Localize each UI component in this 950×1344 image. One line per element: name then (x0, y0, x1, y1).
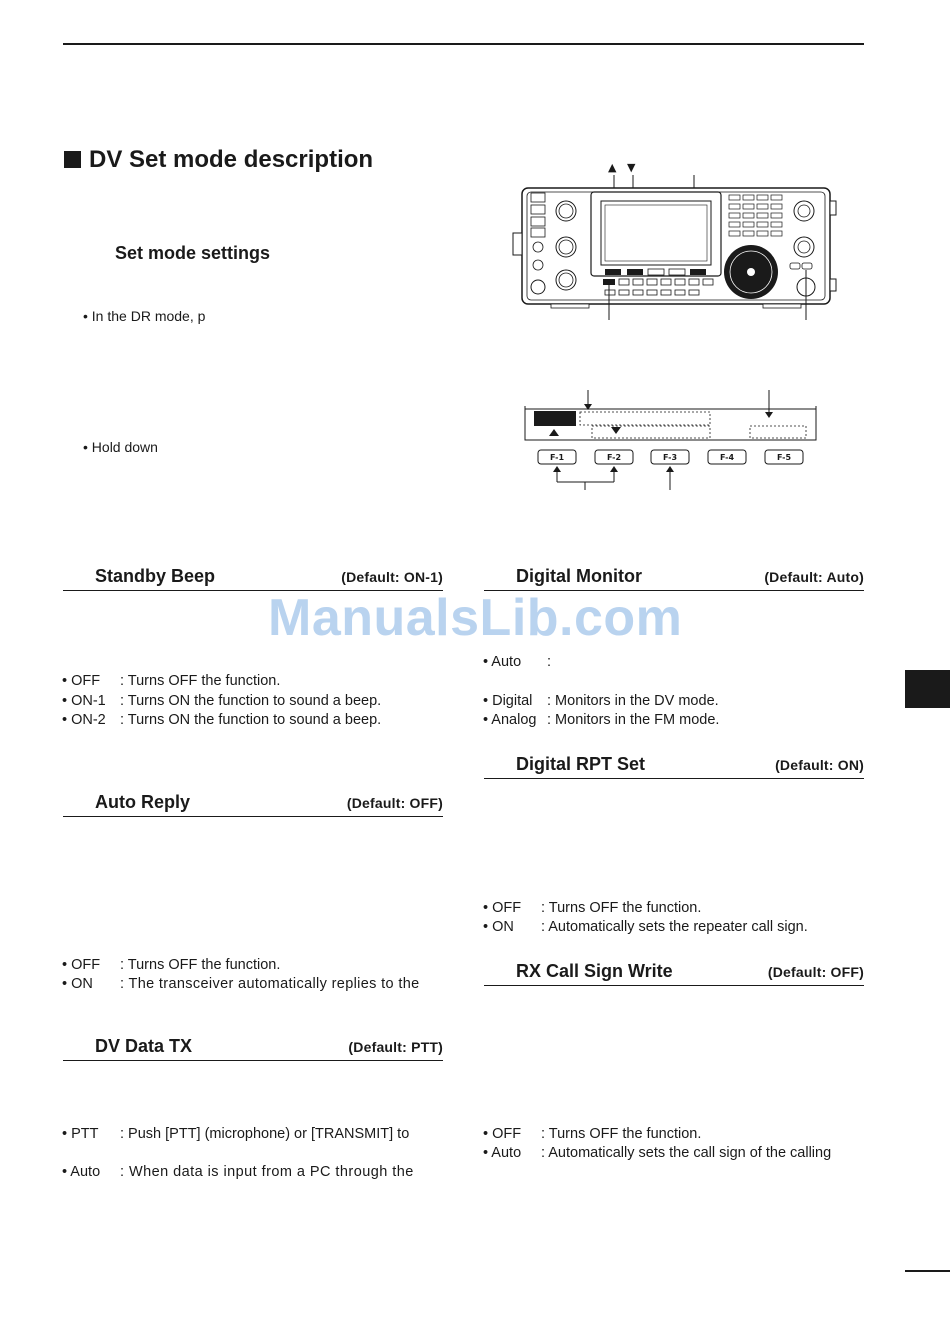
list-item: • Auto: (483, 654, 552, 670)
digital-rpt-set-default: (Default: ON) (775, 757, 864, 773)
list-item: • Auto: When data is input from a PC thr… (62, 1164, 414, 1180)
function-key-2: F-2 (607, 453, 621, 462)
down-arrow-label: ▼ (627, 161, 636, 174)
list-item: • Digital: Monitors in the DV mode. (483, 693, 719, 709)
list-item: • OFF: Turns OFF the function. (62, 673, 281, 689)
page-title: DV Set mode description (64, 146, 373, 174)
digital-monitor-title: Digital Monitor (516, 566, 642, 586)
section-subtitle: Set mode settings (115, 243, 271, 263)
standby-beep-title: Standby Beep (95, 566, 216, 586)
note-hold-down: • Hold down (83, 439, 158, 455)
digital-monitor-default: (Default: Auto) (764, 569, 864, 585)
function-key-3: F-3 (663, 453, 677, 462)
list-item: • ON-1: Turns ON the function to sound a… (62, 693, 382, 709)
watermark: ManualsLib.com (268, 589, 683, 647)
function-key-5: F-5 (777, 453, 792, 462)
dv-data-tx-default: (Default: PTT) (348, 1039, 443, 1055)
up-arrow-label: ▲ (608, 161, 617, 174)
auto-reply-title: Auto Reply (95, 792, 191, 812)
list-item: • OFF: Turns OFF the function. (62, 957, 281, 973)
dv-data-tx-title: DV Data TX (95, 1036, 193, 1056)
auto-reply-default: (Default: OFF) (346, 795, 443, 811)
rx-call-sign-write-default: (Default: OFF) (767, 964, 864, 980)
note-dr-mode: • In the DR mode, p (83, 308, 206, 324)
function-key-4: F-4 (720, 453, 735, 462)
function-display-diagram: F-1 F-2 F-3 F-4 F-5 (524, 390, 817, 490)
list-item: • OFF: Turns OFF the function. (483, 900, 702, 916)
standby-beep-header: Standby Beep (Default: ON-1) (63, 566, 443, 591)
list-item: • ON: Automatically sets the repeater ca… (483, 919, 808, 935)
list-item: • Auto: Automatically sets the call sign… (483, 1145, 832, 1161)
auto-reply-header: Auto Reply (Default: OFF) (63, 792, 443, 817)
list-item: • PTT: Push [PTT] (microphone) or [TRANS… (62, 1126, 410, 1142)
transceiver-front-panel-diagram: ▲ ▼ (512, 161, 837, 320)
square-bullet-icon (64, 151, 81, 168)
chapter-tab (905, 670, 950, 708)
list-item: • Analog: Monitors in the FM mode. (483, 712, 720, 728)
list-item: • OFF: Turns OFF the function. (483, 1126, 702, 1142)
digital-rpt-set-title: Digital RPT Set (516, 754, 646, 774)
digital-rpt-set-header: Digital RPT Set (Default: ON) (484, 754, 864, 779)
function-key-1: F-1 (550, 453, 565, 462)
rx-call-sign-write-title: RX Call Sign Write (516, 961, 673, 981)
rx-call-sign-write-header: RX Call Sign Write (Default: OFF) (484, 961, 864, 986)
bottom-rule (905, 1270, 950, 1272)
list-item: • ON-2: Turns ON the function to sound a… (62, 712, 382, 728)
top-rule (63, 43, 864, 45)
standby-beep-default: (Default: ON-1) (341, 569, 443, 585)
dv-data-tx-header: DV Data TX (Default: PTT) (63, 1036, 443, 1061)
list-item: • ON: The transceiver automatically repl… (62, 976, 420, 992)
digital-monitor-header: Digital Monitor (Default: Auto) (484, 566, 864, 591)
